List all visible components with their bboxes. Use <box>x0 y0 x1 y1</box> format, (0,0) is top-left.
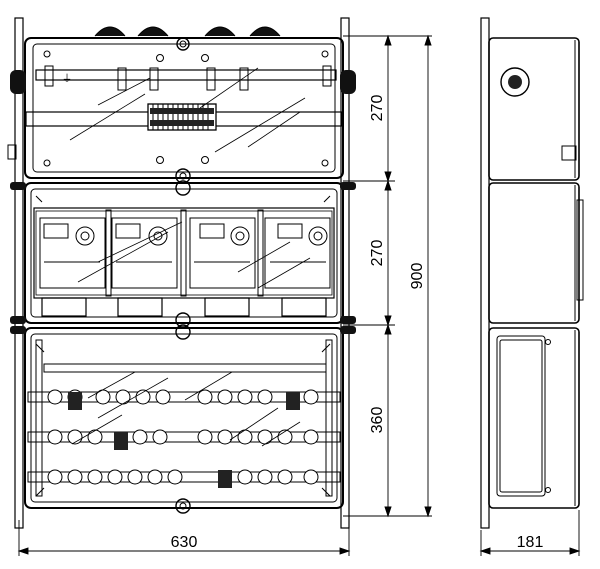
terminal-row <box>27 389 341 405</box>
dimensions <box>17 34 581 556</box>
right-mounting-rail <box>340 17 350 529</box>
dim-total-width: 630 <box>171 534 198 551</box>
dim-total-height: 900 <box>409 263 426 290</box>
dim-depth: 181 <box>517 534 544 551</box>
meter <box>39 217 106 289</box>
middle-module <box>10 180 356 328</box>
top-module: ⏚ <box>7 37 356 184</box>
terminal-row <box>27 429 341 445</box>
top-cap <box>94 26 281 37</box>
dim-section-bottom: 360 <box>369 407 386 434</box>
front-view: ⏚ <box>7 17 356 529</box>
meter <box>189 217 256 289</box>
earth-icon: ⏚ <box>62 73 72 85</box>
meter <box>264 217 331 289</box>
bottom-module <box>10 324 356 514</box>
left-mounting-rail <box>14 17 24 529</box>
terminal-row <box>27 469 341 485</box>
meter <box>111 217 178 289</box>
dim-section-middle: 270 <box>369 240 386 267</box>
side-view <box>480 17 584 529</box>
dim-section-top: 270 <box>369 95 386 122</box>
